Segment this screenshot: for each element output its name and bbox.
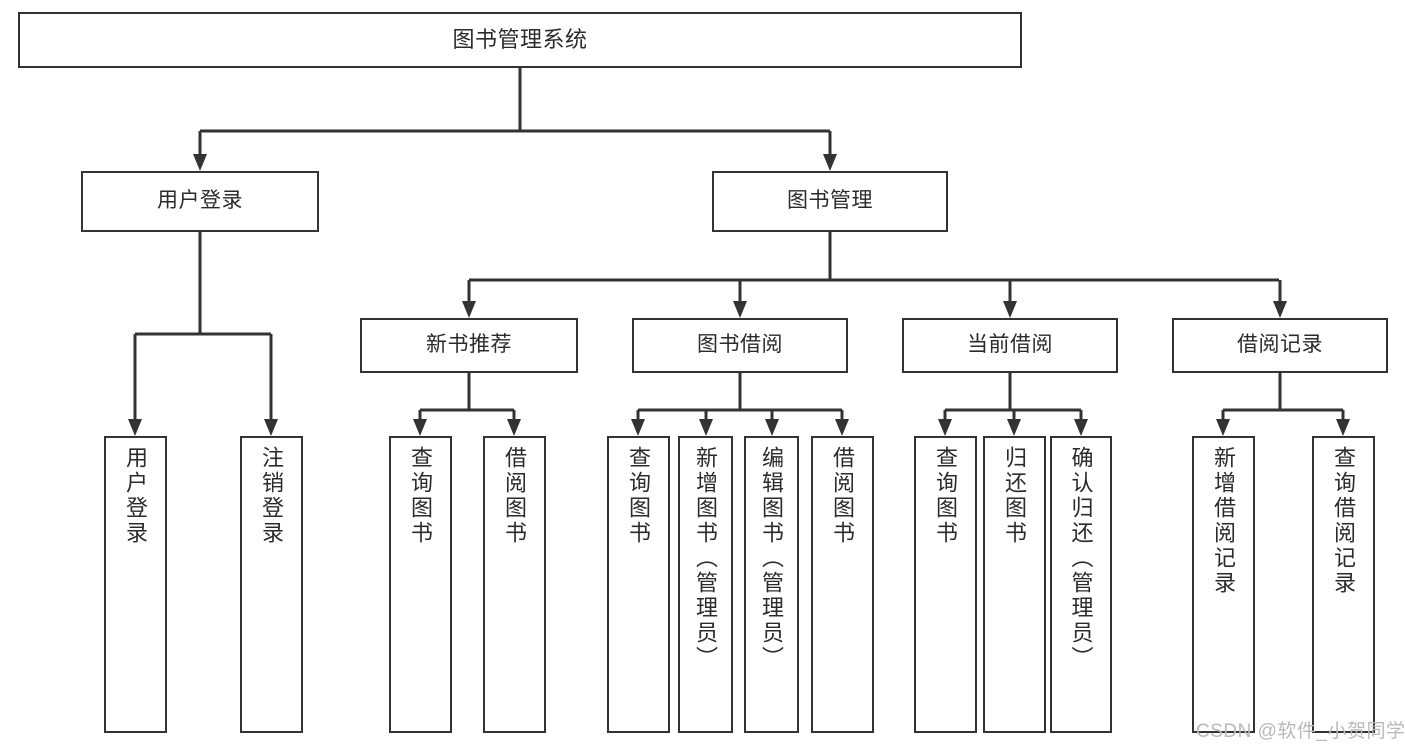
node-label: 借阅记录	[1237, 333, 1323, 357]
node-label: 借阅图书	[502, 446, 528, 546]
node-leaf-q3[interactable]: 查询图书	[914, 436, 977, 733]
arrow-to-book-mgmt-head	[823, 154, 837, 171]
node-label: 当前借阅	[967, 333, 1053, 357]
node-root[interactable]: 图书管理系统	[18, 12, 1022, 68]
arrow-to-leaf-q1-head	[413, 419, 427, 436]
arrow-to-user-login-head	[193, 154, 207, 171]
node-label: 新增借阅记录	[1211, 446, 1237, 596]
node-leaf-login[interactable]: 用户登录	[104, 436, 167, 733]
node-label: 借阅图书	[830, 446, 856, 546]
node-leaf-q2[interactable]: 查询图书	[607, 436, 670, 733]
arrow-to-current-head	[1003, 301, 1017, 318]
node-label: 查询图书	[408, 446, 434, 546]
node-leaf-b1[interactable]: 借阅图书	[483, 436, 546, 733]
node-l3-borrow[interactable]: 图书借阅	[632, 318, 848, 373]
arrow-to-leaf-q2-head	[631, 419, 645, 436]
node-label: 新书推荐	[426, 333, 512, 357]
node-leaf-logout[interactable]: 注销登录	[240, 436, 303, 733]
node-l2-login[interactable]: 用户登录	[81, 171, 319, 232]
node-label: 图书借阅	[697, 333, 783, 357]
node-label: 注销登录	[259, 446, 285, 546]
arrow-to-leaf-q3-head	[938, 419, 952, 436]
arrow-to-leaf-b2-head	[835, 419, 849, 436]
arrow-to-records-head	[1273, 301, 1287, 318]
node-label: 图书管理系统	[452, 27, 588, 53]
node-l3-records[interactable]: 借阅记录	[1172, 318, 1388, 373]
node-leaf-conf[interactable]: 确认归还（管理员）	[1050, 436, 1112, 733]
node-leaf-addrec[interactable]: 新增借阅记录	[1192, 436, 1255, 733]
node-label: 图书管理	[787, 189, 873, 213]
node-leaf-q1[interactable]: 查询图书	[389, 436, 452, 733]
node-l3-current[interactable]: 当前借阅	[902, 318, 1118, 373]
node-label: 查询图书	[933, 446, 959, 546]
arrow-to-leaf-ret-head	[1007, 419, 1021, 436]
node-label: 用户登录	[123, 446, 149, 546]
node-leaf-add[interactable]: 新增图书（管理员）	[678, 436, 733, 733]
node-label: 确认归还（管理员）	[1068, 446, 1094, 671]
node-label: 归还图书	[1002, 446, 1028, 546]
node-label: 新增图书（管理员）	[693, 446, 719, 671]
arrow-to-leaf-addrec-head	[1216, 419, 1230, 436]
arrow-to-leaf-b1-head	[507, 419, 521, 436]
node-label: 编辑图书（管理员）	[759, 446, 785, 671]
arrow-to-borrow-head	[733, 301, 747, 318]
arrow-to-newrec-head	[462, 301, 476, 318]
arrow-to-leaf-logout-head	[264, 419, 278, 436]
node-label: 查询借阅记录	[1331, 446, 1357, 596]
node-label: 用户登录	[157, 189, 243, 213]
arrow-to-leaf-login-head	[128, 419, 142, 436]
node-l3-newrec[interactable]: 新书推荐	[360, 318, 578, 373]
node-leaf-ret[interactable]: 归还图书	[983, 436, 1046, 733]
arrow-to-leaf-edit-head	[765, 419, 779, 436]
node-l2-books[interactable]: 图书管理	[712, 171, 948, 232]
arrow-to-leaf-conf-head	[1074, 419, 1088, 436]
node-leaf-b2[interactable]: 借阅图书	[811, 436, 874, 733]
node-leaf-edit[interactable]: 编辑图书（管理员）	[744, 436, 799, 733]
arrow-to-leaf-add-head	[699, 419, 713, 436]
node-label: 查询图书	[626, 446, 652, 546]
node-leaf-qrec[interactable]: 查询借阅记录	[1312, 436, 1375, 733]
arrow-to-leaf-qrec-head	[1336, 419, 1350, 436]
